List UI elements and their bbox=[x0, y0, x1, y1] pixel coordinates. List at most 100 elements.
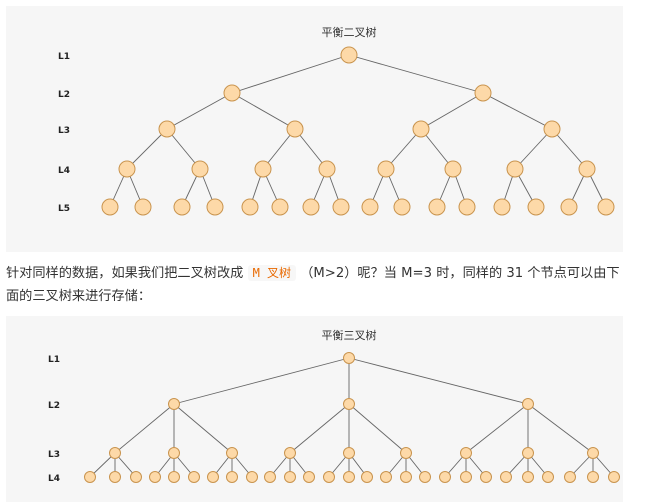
tree-edge bbox=[551, 128, 588, 170]
tree-edge bbox=[385, 128, 422, 170]
tree-edge bbox=[294, 128, 328, 170]
tree-node bbox=[560, 198, 578, 216]
caption-paragraph: 针对同样的数据，如果我们把二叉树改成 M 叉树 （M>2）呢？当 M=3 时，同… bbox=[6, 262, 626, 308]
tree-node bbox=[226, 471, 238, 483]
tree-node bbox=[206, 198, 224, 216]
tree-edge bbox=[527, 403, 594, 454]
tree-node bbox=[428, 198, 446, 216]
tree-node bbox=[393, 198, 411, 216]
tree-node bbox=[587, 471, 599, 483]
inline-code: M 叉树 bbox=[247, 265, 297, 281]
tree-node bbox=[118, 160, 136, 178]
tree-node bbox=[564, 471, 576, 483]
tree-node bbox=[522, 398, 534, 410]
tree-node bbox=[500, 471, 512, 483]
tree-node bbox=[400, 447, 412, 459]
tree-node bbox=[207, 471, 219, 483]
tree-node bbox=[587, 447, 599, 459]
tree-node bbox=[460, 471, 472, 483]
tree-node bbox=[246, 471, 258, 483]
tree-node bbox=[303, 471, 315, 483]
tree-node bbox=[493, 198, 511, 216]
tree-node bbox=[168, 471, 180, 483]
tree-node bbox=[527, 198, 545, 216]
tree-node bbox=[168, 447, 180, 459]
level-label-4: L4 bbox=[48, 474, 60, 484]
level-label-1: L1 bbox=[48, 355, 60, 365]
tree-edge bbox=[114, 403, 175, 454]
tree-edge bbox=[289, 403, 350, 454]
level-label-1: L1 bbox=[58, 52, 70, 62]
tree-edge bbox=[348, 403, 407, 454]
tree-node bbox=[460, 447, 472, 459]
tree-node bbox=[323, 471, 335, 483]
tree-node bbox=[173, 198, 191, 216]
tree-node bbox=[109, 471, 121, 483]
tree-edge bbox=[173, 403, 233, 454]
tree-edge bbox=[482, 92, 553, 130]
tree-node bbox=[241, 198, 259, 216]
tree-node bbox=[361, 198, 379, 216]
tree-edge bbox=[420, 92, 484, 130]
tree-node bbox=[149, 471, 161, 483]
tree-edge bbox=[231, 92, 296, 130]
tree-node bbox=[84, 471, 96, 483]
tree-node bbox=[343, 352, 355, 364]
tree-node bbox=[284, 471, 296, 483]
tree-node bbox=[412, 120, 430, 138]
tree-node bbox=[302, 198, 320, 216]
level-label-3: L3 bbox=[48, 450, 60, 460]
tree-node bbox=[188, 471, 200, 483]
tree-edge bbox=[514, 128, 553, 170]
tree-node bbox=[332, 198, 350, 216]
tree-node bbox=[522, 471, 534, 483]
tree-edge bbox=[420, 128, 454, 170]
tree-node bbox=[223, 84, 241, 102]
tree-edge bbox=[348, 54, 484, 94]
tree-edge bbox=[166, 92, 233, 130]
tree-node bbox=[340, 46, 358, 64]
tree-edge bbox=[173, 357, 350, 405]
level-label-2: L2 bbox=[48, 401, 60, 411]
level-label-2: L2 bbox=[58, 90, 70, 100]
tree-node bbox=[597, 198, 615, 216]
tree-node bbox=[264, 471, 276, 483]
tree-node bbox=[444, 160, 462, 178]
tree-node bbox=[480, 471, 492, 483]
tree-node bbox=[109, 447, 121, 459]
tree-node bbox=[130, 471, 142, 483]
tree-edge bbox=[166, 128, 201, 170]
tree-node bbox=[101, 198, 119, 216]
tree-node bbox=[439, 471, 451, 483]
tree-node bbox=[419, 471, 431, 483]
tree-node bbox=[343, 447, 355, 459]
level-label-5: L5 bbox=[58, 204, 70, 214]
tree-node bbox=[318, 160, 336, 178]
tree-node bbox=[400, 471, 412, 483]
tree-node bbox=[254, 160, 272, 178]
level-label-4: L4 bbox=[58, 166, 70, 176]
binary-tree-title: 平衡二叉树 bbox=[322, 25, 377, 39]
ternary-tree-title: 平衡三叉树 bbox=[322, 328, 377, 342]
tree-node bbox=[343, 471, 355, 483]
tree-node bbox=[158, 120, 176, 138]
tree-node bbox=[380, 471, 392, 483]
tree-node bbox=[271, 198, 289, 216]
tree-node bbox=[168, 398, 180, 410]
tree-node bbox=[191, 160, 209, 178]
tree-node bbox=[506, 160, 524, 178]
tree-node bbox=[134, 198, 152, 216]
tree-node bbox=[542, 471, 554, 483]
tree-node bbox=[578, 160, 596, 178]
tree-node bbox=[474, 84, 492, 102]
tree-edge bbox=[348, 357, 529, 405]
tree-node bbox=[226, 447, 238, 459]
tree-node bbox=[458, 198, 476, 216]
tree-edge bbox=[231, 54, 350, 94]
tree-node bbox=[286, 120, 304, 138]
caption-text-1: 针对同样的数据，如果我们把二叉树改成 bbox=[6, 266, 244, 281]
tree-node bbox=[284, 447, 296, 459]
